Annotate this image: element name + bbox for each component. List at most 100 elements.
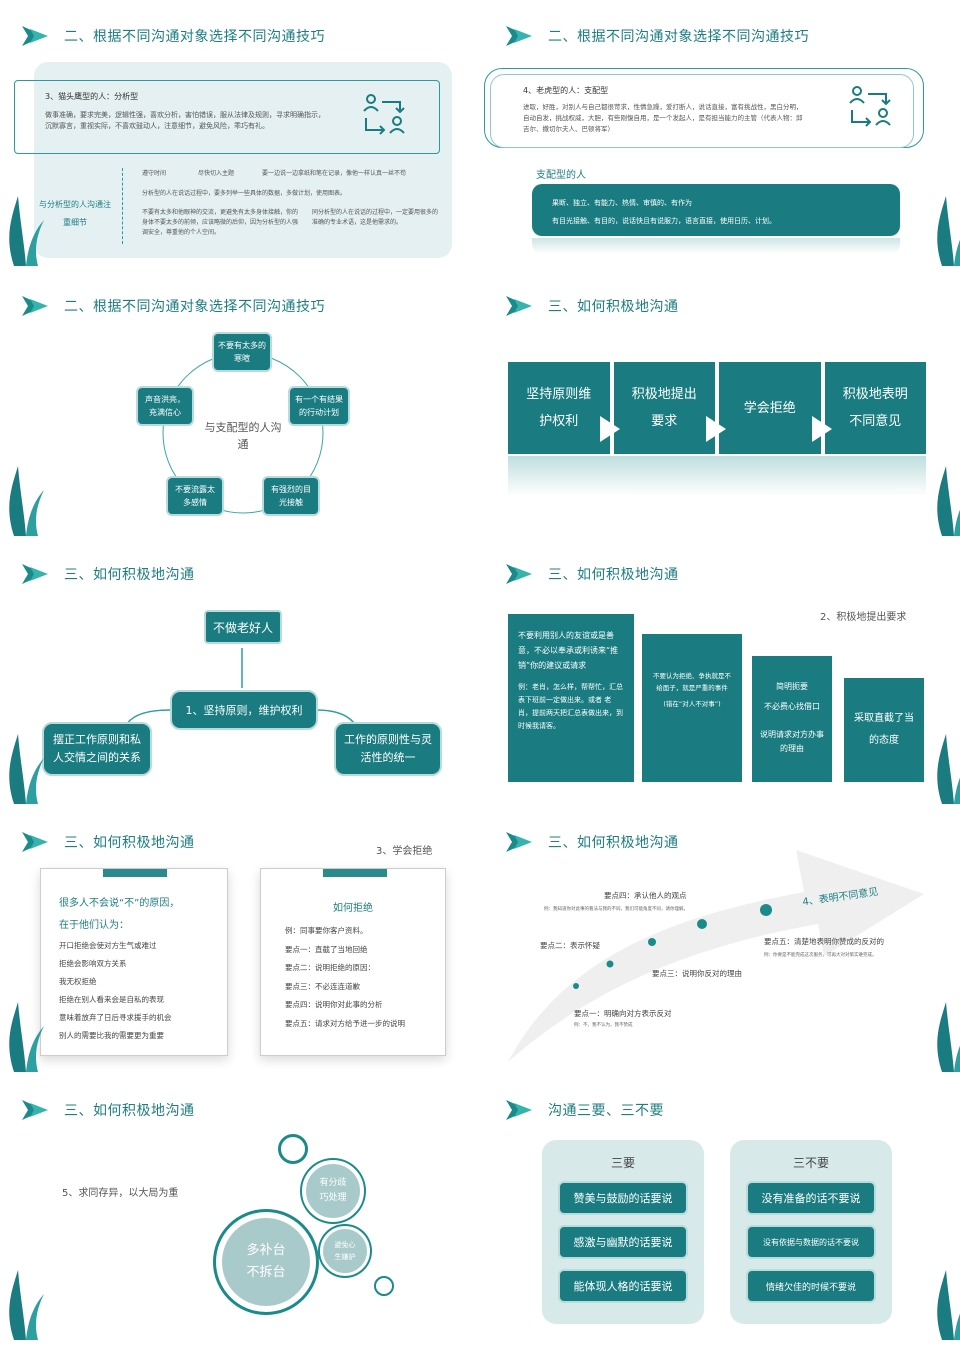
card-tab xyxy=(323,869,387,877)
reason-item: 开口拒绝会使对方生气或难过 xyxy=(59,941,157,950)
how-card: 如何拒绝 例：同事要你客户资料。 要点一：直截了当地回绝 要点二：说明拒绝的原因… xyxy=(260,868,446,1056)
small-text-circle: 避免心生嫌护 xyxy=(320,1226,370,1276)
donts-heading: 三不要 xyxy=(792,1156,829,1170)
type-description: 进取，好胜，对别人与自己都很苛求，性情急躁，爱打断人，说话直接，富有挑战性，黑白… xyxy=(523,103,803,133)
point-3: 要点三：说明你反对的理由 xyxy=(652,969,742,978)
middle-box: 1、坚持原则，维护权利 xyxy=(170,690,318,730)
exchange-people-icon xyxy=(363,94,405,135)
exchange-people-icon xyxy=(849,86,891,127)
type-heading: 3、猫头鹰型的人：分析型 xyxy=(45,92,139,101)
play-logo-icon xyxy=(22,1100,48,1120)
play-logo-icon xyxy=(22,832,48,852)
big-circle: 多补台不拆台 xyxy=(216,1212,316,1312)
slide-7: 三、如何积极地沟通 3、学会拒绝 很多人不会说“不”的原因， 在于他们认为： 开… xyxy=(0,806,476,1072)
leaf-decoration-icon xyxy=(937,196,960,266)
leaf-decoration-icon xyxy=(9,196,44,266)
type-description: 做事准确，要求完美，逻辑性强，喜欢分析，害怕错误，服从法律及规则，寻求明确指示，… xyxy=(45,111,325,130)
node-1: 不要有太多的寒暄 xyxy=(212,332,272,372)
slide-title: 三、如何积极地沟通 xyxy=(64,567,195,583)
dont-item: 没有依据与数据的话不要说 xyxy=(746,1225,876,1259)
slide-header: 三、如何积极地沟通 xyxy=(22,1098,195,1122)
arrow-icon xyxy=(812,416,832,442)
reason-item: 我无权拒绝 xyxy=(59,977,97,986)
subheading: 5、求同存异，以大局为重 xyxy=(62,1188,179,1199)
do-item: 能体现人格的话要说 xyxy=(558,1269,688,1303)
point-1: 要点一：明确向对方表示反对 xyxy=(574,1009,672,1018)
how-item: 要点三：不必连连道歉 xyxy=(285,981,360,991)
row1-c: 要一边说一边拿纸和笔在记录，像他一样认真一丝不苟 xyxy=(262,170,407,177)
slide-title: 三、如何积极地沟通 xyxy=(548,299,679,315)
col-1-main: 不要利用别人的友谊或是善意，不必以奉承或利诱来“推销”你的建议或请求 xyxy=(518,631,619,670)
top-box: 不做老好人 xyxy=(204,610,282,644)
steps-row: 坚持原则维护权利 积极地提出要求 学会拒绝 积极地表明不同意见 xyxy=(508,362,926,454)
col-2-note: (错在“对人不对事”) xyxy=(663,700,721,708)
point-2: 要点二：表示怀疑 xyxy=(540,941,600,950)
reason-item: 别人的需要比我的需要更为重要 xyxy=(59,1031,164,1040)
play-logo-icon xyxy=(506,1100,532,1120)
small-circle xyxy=(374,1276,394,1296)
content-panel xyxy=(34,62,452,258)
right-box: 工作的原则性与灵活性的统一 xyxy=(334,722,442,776)
step-1: 坚持原则维护权利 xyxy=(508,362,610,454)
node-2: 有一个有结果的行动计划 xyxy=(288,386,350,426)
row3-a: 不要有太多和他眼神的交流，更避免有太多身体接触，你的身体不要太多的前倾，应该略微… xyxy=(142,209,299,236)
col-2: 不要认为拒绝、争执就是不给面子，就是严重的事件 (错在“对人不对事”) xyxy=(642,634,742,782)
type-heading: 4、老虎型的人：支配型 xyxy=(523,86,609,95)
col-2-main: 不要认为拒绝、争执就是不给面子，就是严重的事件 xyxy=(653,672,731,692)
slide-5: 三、如何积极地沟通 不做老好人 1、坚持原则，维护权利 摆正工作原则和私人交情之… xyxy=(0,538,476,804)
row2: 分析型的人在说话过程中，要多列举一些具体的数据，多做计划，使用图表。 xyxy=(142,190,347,197)
type-card: 3、猫头鹰型的人：分析型 做事准确，要求完美，逻辑性强，喜欢分析，害怕错误，服从… xyxy=(14,80,440,154)
reason-item: 意味着放弃了日后寻求援手的机会 xyxy=(59,1013,172,1022)
reflection xyxy=(532,238,900,254)
node-3: 有强烈的目光接触 xyxy=(262,476,320,516)
slide-title: 二、根据不同沟通对象选择不同沟通技巧 xyxy=(64,299,325,315)
col-3-line-1: 简明扼要 xyxy=(776,682,808,691)
col-3-line-3: 说明请求对方办事的理由 xyxy=(760,730,824,753)
reason-item: 拒绝在别人看来会是自私的表现 xyxy=(59,995,164,1004)
slide-header: 二、根据不同沟通对象选择不同沟通技巧 xyxy=(506,24,809,48)
play-logo-icon xyxy=(506,296,532,316)
play-logo-icon xyxy=(22,26,48,46)
subheading: 2、积极地提出要求 xyxy=(820,612,907,623)
step-4: 积极地表明不同意见 xyxy=(824,362,926,454)
leaf-decoration-icon xyxy=(9,1270,44,1340)
dont-item: 情绪欠佳的时候不要说 xyxy=(746,1269,876,1303)
subheading: 3、学会拒绝 xyxy=(376,846,433,857)
point-4: 要点四：承认他人的观点 xyxy=(604,891,687,900)
slide-header: 三、如何积极地沟通 xyxy=(22,830,195,854)
how-head: 如何拒绝 xyxy=(333,903,373,914)
col-3: 简明扼要 不必费心找借口 说明请求对方办事的理由 xyxy=(752,656,832,782)
col-1: 不要利用别人的友谊或是善意，不必以奉承或利诱来“推销”你的建议或请求 例：老肖，… xyxy=(508,614,634,782)
play-logo-icon xyxy=(22,296,48,316)
left-box: 摆正工作原则和私人交情之间的关系 xyxy=(42,722,152,776)
how-item: 要点二：说明拒绝的原因： xyxy=(285,963,375,972)
dont-item: 没有准备的话不要说 xyxy=(746,1181,876,1215)
slide-header: 沟通三要、三不要 xyxy=(506,1098,664,1122)
slide-1: 二、根据不同沟通对象选择不同沟通技巧 3、猫头鹰型的人：分析型 做事准确，要求完… xyxy=(0,0,476,266)
type-card: 4、老虎型的人：支配型 进取，好胜，对别人与自己都很苛求，性情急躁，爱打断人，说… xyxy=(490,74,914,148)
row1-a: 遵守时间 xyxy=(142,170,167,177)
slide-title: 三、如何积极地沟通 xyxy=(64,1103,195,1119)
slide-title: 二、根据不同沟通对象选择不同沟通技巧 xyxy=(548,29,809,45)
reasons-head-2: 在于他们认为： xyxy=(59,920,129,931)
reasons-head-1: 很多人不会说“不”的原因， xyxy=(59,898,180,909)
slide-title: 二、根据不同沟通对象选择不同沟通技巧 xyxy=(64,29,325,45)
leaf-decoration-icon xyxy=(937,1002,960,1072)
slide-title: 沟通三要、三不要 xyxy=(548,1103,664,1119)
slide-3: 二、根据不同沟通对象选择不同沟通技巧 与支配型的人沟通 不要有太多的寒暄 有一个… xyxy=(0,270,476,536)
leaf-decoration-icon xyxy=(937,1270,960,1340)
reflection xyxy=(508,456,926,496)
arrow-icon xyxy=(706,416,726,442)
point-1-note: 例：不，我不认为，我不赞成 xyxy=(574,1023,633,1028)
node-5: 声音洪亮，充满信心 xyxy=(136,386,194,426)
col-1-example: 例：老肖，怎么样，帮帮忙，汇总表下班前一定做出来。或者 老肖，提前两天把汇总表做… xyxy=(518,683,623,730)
leaf-decoration-icon xyxy=(937,466,960,536)
step-2: 积极地提出要求 xyxy=(613,362,716,454)
do-item: 赞美与鼓励的话要说 xyxy=(558,1181,688,1215)
how-item: 要点五：请求对方给予进一步的说明 xyxy=(285,1018,405,1028)
slide-title: 三、如何积极地沟通 xyxy=(548,567,679,583)
slide-header: 三、如何积极地沟通 xyxy=(506,830,679,854)
reasons-card: 很多人不会说“不”的原因， 在于他们认为： 开口拒绝会使对方生气或难过 拒绝会影… xyxy=(40,868,228,1056)
center-label: 与支配型的人沟通 xyxy=(204,421,282,451)
point-5: 要点五：清楚地表明你赞成的反对的 xyxy=(764,937,884,946)
